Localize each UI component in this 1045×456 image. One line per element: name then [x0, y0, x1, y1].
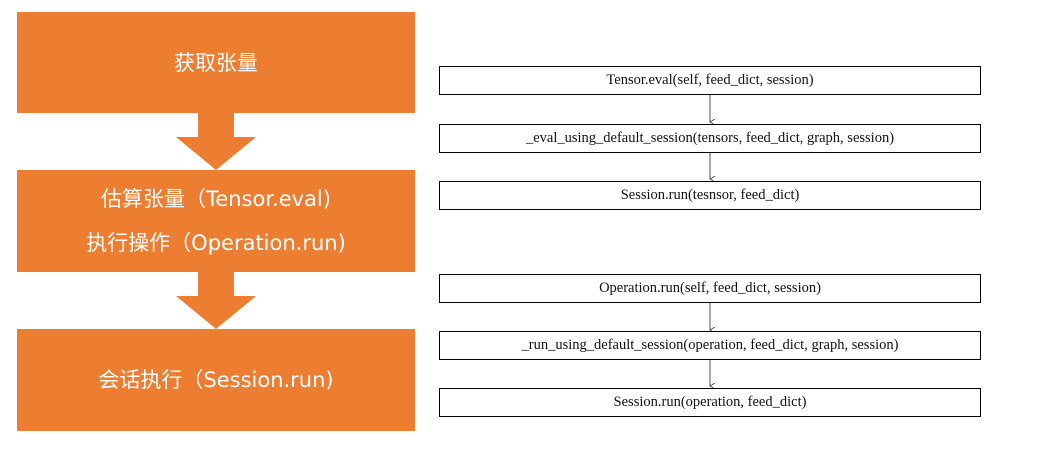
- stage-arrow-1: [176, 113, 256, 170]
- flow-box-session-run-tensor: Session.run(tesnsor, feed_dict): [439, 181, 981, 210]
- stage-session-run-label: 会话执行（Session.run): [98, 368, 334, 392]
- stage-execute-label: 执行操作（Operation.run): [86, 231, 346, 255]
- flow-box-tensor-eval: Tensor.eval(self, feed_dict, session): [439, 66, 981, 95]
- flow-box-session-run-operation: Session.run(operation, feed_dict): [439, 388, 981, 417]
- flow-box-eval-using-default-session: _eval_using_default_session(tensors, fee…: [439, 124, 981, 153]
- stage-evaluate-label: 估算张量（Tensor.eval): [101, 187, 331, 211]
- stage-get-tensor: 获取张量: [17, 12, 415, 113]
- stage-evaluate-execute: 估算张量（Tensor.eval) 执行操作（Operation.run): [17, 170, 415, 272]
- stage-get-tensor-label: 获取张量: [174, 50, 258, 75]
- flow-box-operation-run: Operation.run(self, feed_dict, session): [439, 274, 981, 303]
- stage-session-run: 会话执行（Session.run): [17, 329, 415, 431]
- stage-arrow-2: [176, 272, 256, 329]
- flow-box-run-using-default-session: _run_using_default_session(operation, fe…: [439, 331, 981, 360]
